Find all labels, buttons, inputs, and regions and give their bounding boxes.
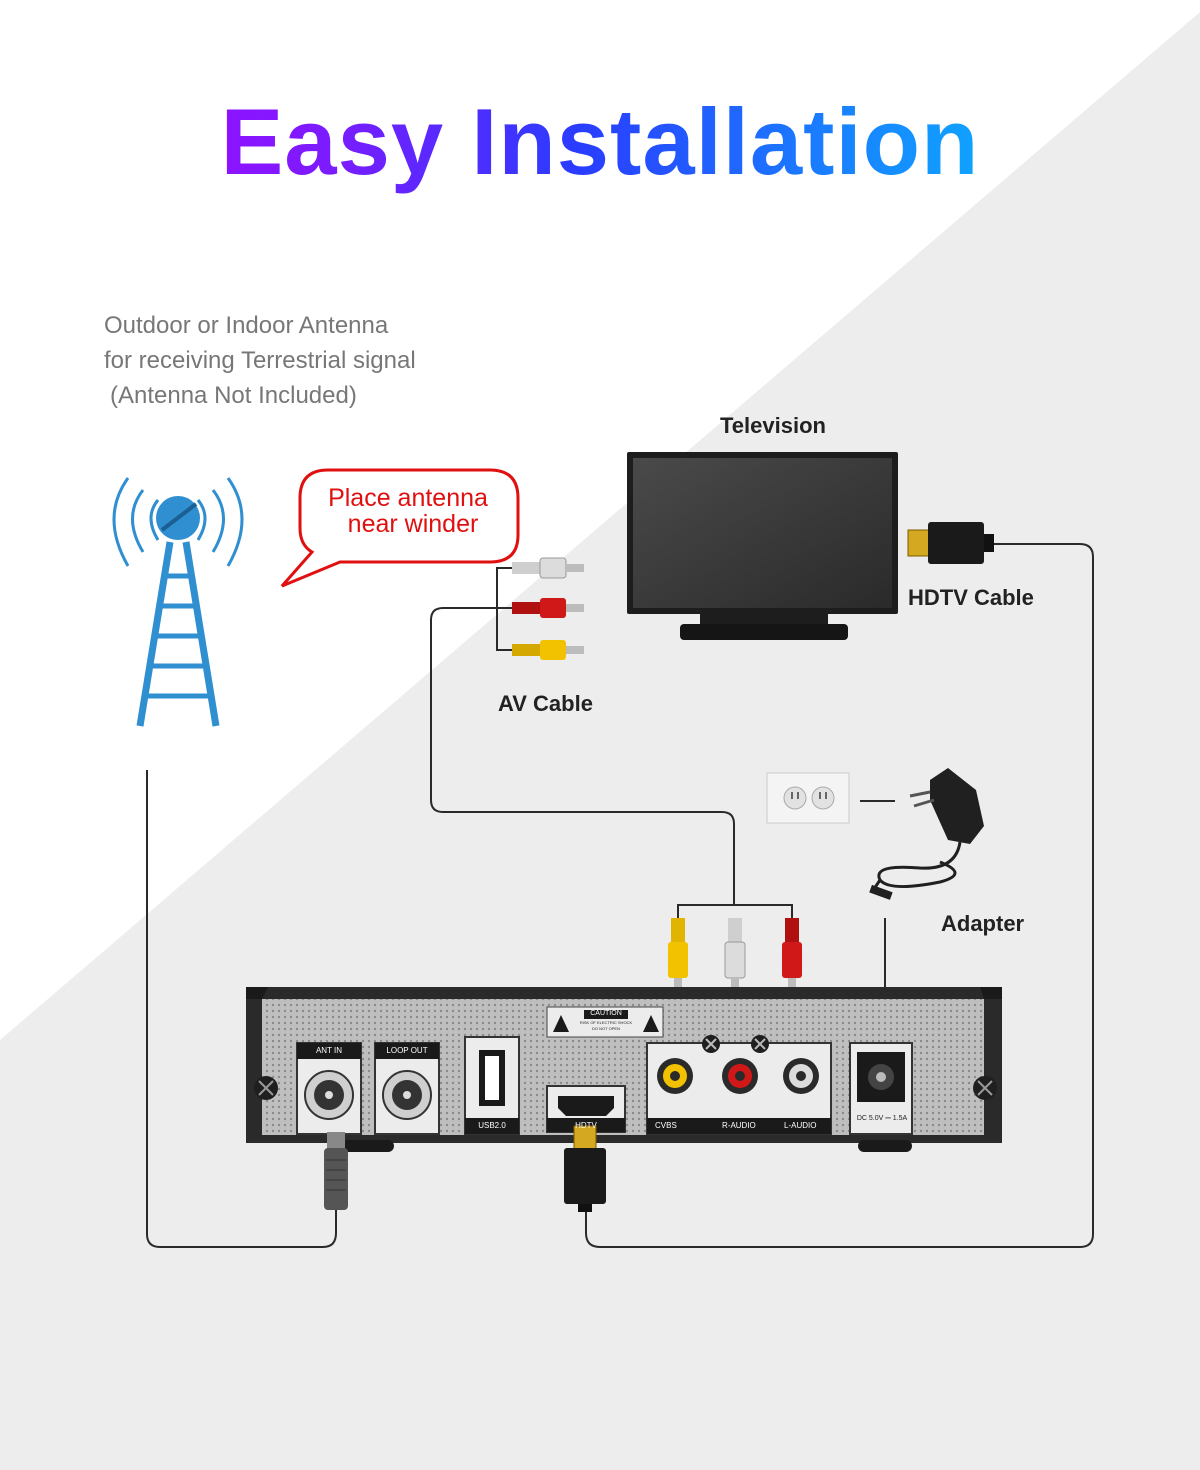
port-label-loop-out: LOOP OUT (386, 1046, 428, 1055)
antenna-cable-line (146, 770, 337, 1248)
bubble-line2: near winder (347, 510, 479, 538)
background-gray-area-2 (0, 12, 1200, 1470)
port-label-cvbs: CVBS (655, 1121, 677, 1130)
set-top-box-icon (246, 987, 1002, 1152)
antenna-note-line2: for receiving Terrestrial signal (104, 347, 416, 374)
label-hdtv-cable: HDTV Cable (908, 585, 1034, 610)
hdmi-cable-line (585, 543, 1094, 1248)
label-av-cable: AV Cable (498, 691, 593, 716)
television-icon (627, 452, 898, 640)
coax-plug-icon (324, 1132, 348, 1210)
label-television: Television (720, 413, 826, 438)
bubble-line1: Place antenna (328, 484, 488, 512)
port-label-l-audio: L-AUDIO (784, 1121, 817, 1130)
port-label-usb: USB2.0 (478, 1121, 506, 1130)
hdmi-plug-box-icon (564, 1125, 606, 1212)
power-adapter-icon (869, 768, 984, 1045)
caution-label: CAUTION (590, 1010, 622, 1017)
antenna-tower-icon (112, 477, 244, 727)
speech-bubble-shape (280, 468, 520, 588)
av-cable-top-icon (430, 557, 735, 905)
caution-sub2: DO NOT OPEN (592, 1026, 620, 1031)
av-cable-bottom-icon (668, 904, 802, 994)
port-label-hdtv: HDTV (575, 1121, 597, 1130)
wall-outlet-icon (766, 772, 895, 824)
port-label-ant-in: ANT IN (315, 1046, 343, 1055)
antenna-note-line1: Outdoor or Indoor Antenna (104, 312, 389, 339)
page-title: Easy Installation (0, 88, 1200, 196)
port-label-r-audio: R-AUDIO (722, 1121, 756, 1130)
caution-sub1: RISK OF ELECTRIC SHOCK (579, 1020, 633, 1025)
antenna-note-line3: (Antenna Not Included) (110, 382, 357, 409)
label-adapter: Adapter (941, 911, 1025, 936)
dc-power-label: DC 5.0V ⎓ 1.5A (856, 1115, 908, 1122)
hdmi-plug-tv-icon (907, 522, 994, 564)
